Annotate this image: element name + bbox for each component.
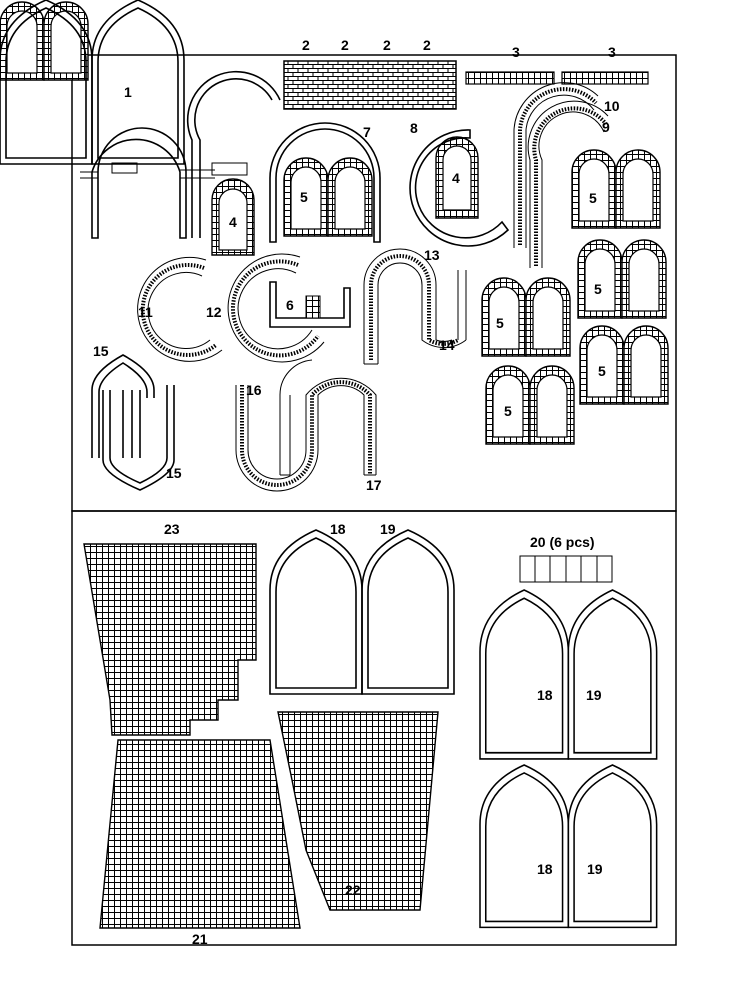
- label-part-21: 21: [192, 931, 208, 947]
- part-13-14-s-piece: [363, 248, 467, 365]
- part-15-pointed-arch: [91, 354, 175, 491]
- label-part-6: 6: [286, 297, 294, 313]
- part-5-window-3: [577, 239, 667, 319]
- part-16-17-s-piece: [235, 359, 377, 492]
- label-part-16: 16: [246, 382, 262, 398]
- label-part-10: 10: [604, 98, 620, 114]
- part-6-wall: [269, 281, 351, 328]
- label-part-13: 13: [424, 247, 440, 263]
- label-part-2: 2: [341, 37, 349, 53]
- part-18-19-windows-top: [269, 529, 455, 695]
- label-part-5: 5: [589, 190, 597, 206]
- part-8-arc: [409, 129, 510, 247]
- part-1-arch: [80, 70, 281, 239]
- part-20-small-pieces: [519, 555, 613, 583]
- part-4-window-b: [435, 136, 479, 219]
- label-part-11: 11: [138, 304, 153, 320]
- label-part-5: 5: [504, 403, 512, 419]
- label-part-15: 15: [166, 465, 182, 481]
- label-part-2: 2: [383, 37, 391, 53]
- part-5-double-window: [0, 1, 89, 81]
- part-21-lattice: [99, 739, 301, 929]
- label-part-17: 17: [366, 477, 382, 493]
- label-part-12: 12: [206, 304, 222, 320]
- label-part-8: 8: [410, 120, 418, 136]
- label-part-14: 14: [439, 337, 455, 353]
- label-part-9: 9: [602, 119, 610, 135]
- label-part-18: 18: [330, 521, 346, 537]
- label-part-19: 19: [587, 861, 603, 877]
- part-10-hook: [513, 82, 599, 248]
- label-part-4: 4: [229, 214, 237, 230]
- part-9-hook: [527, 100, 609, 268]
- part-3-strip-left: [465, 71, 555, 85]
- part-22-lattice: [277, 711, 439, 911]
- label-part-19: 19: [586, 687, 602, 703]
- part-12-arc: [227, 253, 325, 363]
- part-11-arc: [137, 256, 223, 362]
- label-part-18: 18: [537, 687, 553, 703]
- label-part-15: 15: [93, 343, 109, 359]
- label-part-18: 18: [537, 861, 553, 877]
- part-7-arch: [269, 122, 381, 243]
- part-4-window-a: [211, 178, 255, 256]
- label-part-5: 5: [594, 281, 602, 297]
- part-5-window-6: [485, 365, 575, 445]
- label-part-4: 4: [452, 170, 460, 186]
- part-18-19-windows-mid: [479, 589, 658, 760]
- label-part-23: 23: [164, 521, 180, 537]
- label-part-5: 5: [300, 189, 308, 205]
- label-part-1: 1: [124, 84, 132, 100]
- gothic-window-pair: [0, 0, 185, 165]
- part-5-window-5: [579, 325, 669, 405]
- label-part-5: 5: [598, 363, 606, 379]
- part-3-strip-right: [561, 71, 649, 85]
- label-part-7: 7: [363, 124, 371, 140]
- label-part-3: 3: [512, 44, 520, 60]
- part-labels: 1 2 2 2 2 3 3 4 4 5 5 5 5 5 5 6 7 8 9 10…: [93, 37, 620, 947]
- label-part-20: 20 (6 pcs): [530, 534, 595, 550]
- lower-panel-frame: [71, 510, 677, 946]
- label-part-19: 19: [380, 521, 396, 537]
- label-part-5: 5: [496, 315, 504, 331]
- part-5-window-2: [571, 149, 661, 229]
- part-5-window-1: [283, 157, 373, 237]
- label-part-22: 22: [345, 882, 361, 898]
- part-18-19-windows-bottom: [479, 764, 658, 929]
- part-2-brick-panel: [283, 60, 457, 110]
- part-23-lattice: [83, 543, 257, 736]
- label-part-2: 2: [423, 37, 431, 53]
- label-part-3: 3: [608, 44, 616, 60]
- label-part-2: 2: [302, 37, 310, 53]
